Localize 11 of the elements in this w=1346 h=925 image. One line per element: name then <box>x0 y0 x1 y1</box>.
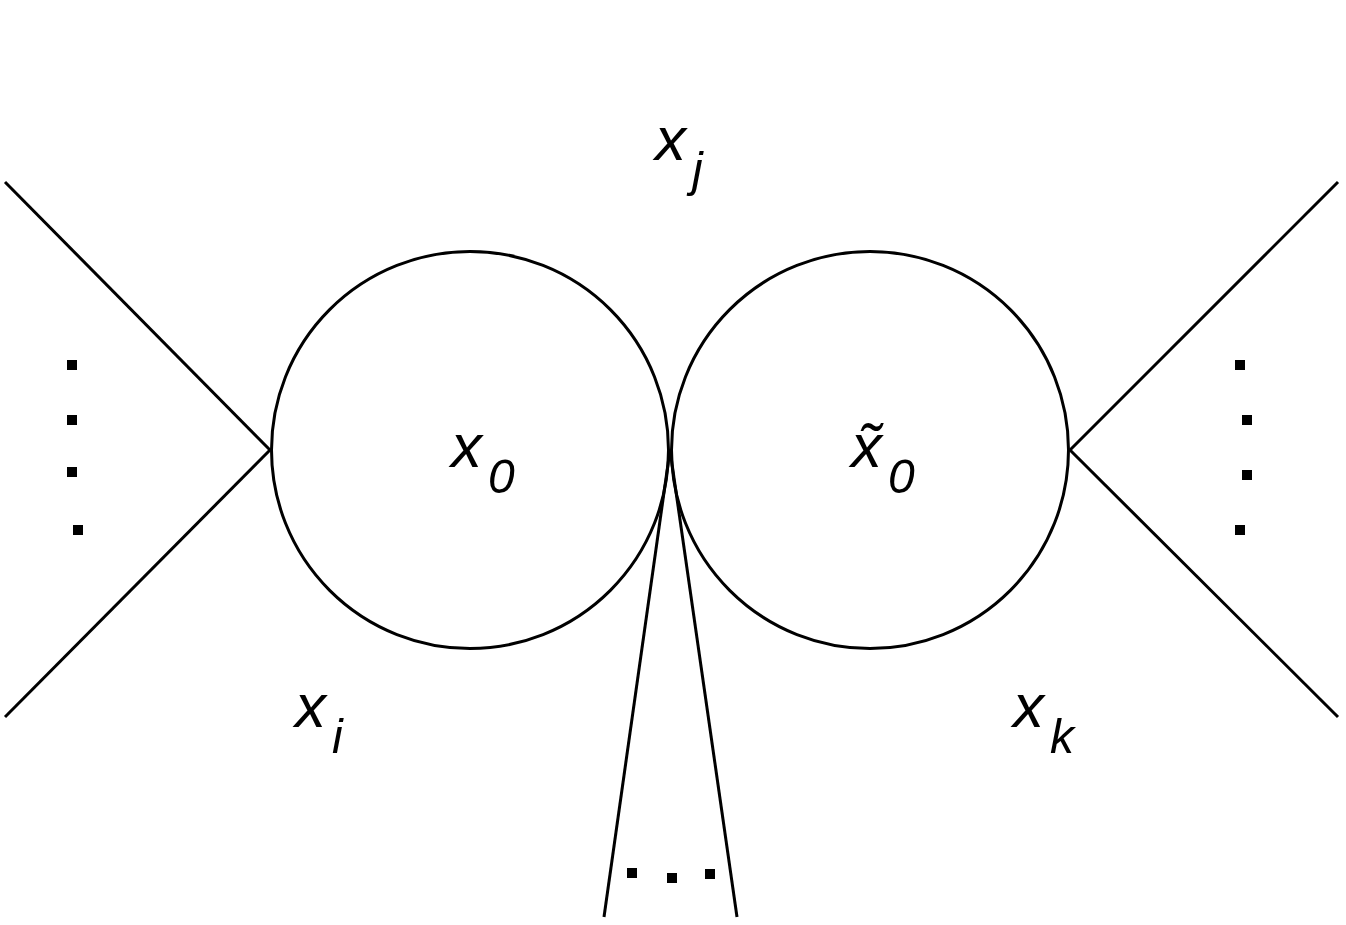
variable-label: x$_{i}$ <box>295 675 343 762</box>
variable-label: x$_{j}$ <box>655 108 703 195</box>
circle <box>670 250 1070 650</box>
variable-label: x̃$_{0}$ <box>851 415 915 502</box>
variable-label: x$_{k}$ <box>1013 675 1074 762</box>
line <box>1068 180 1340 452</box>
line <box>3 448 272 719</box>
line <box>1068 448 1340 719</box>
variable-label: x$_{0}$ <box>451 415 515 502</box>
circle <box>270 250 670 650</box>
line <box>3 180 272 452</box>
